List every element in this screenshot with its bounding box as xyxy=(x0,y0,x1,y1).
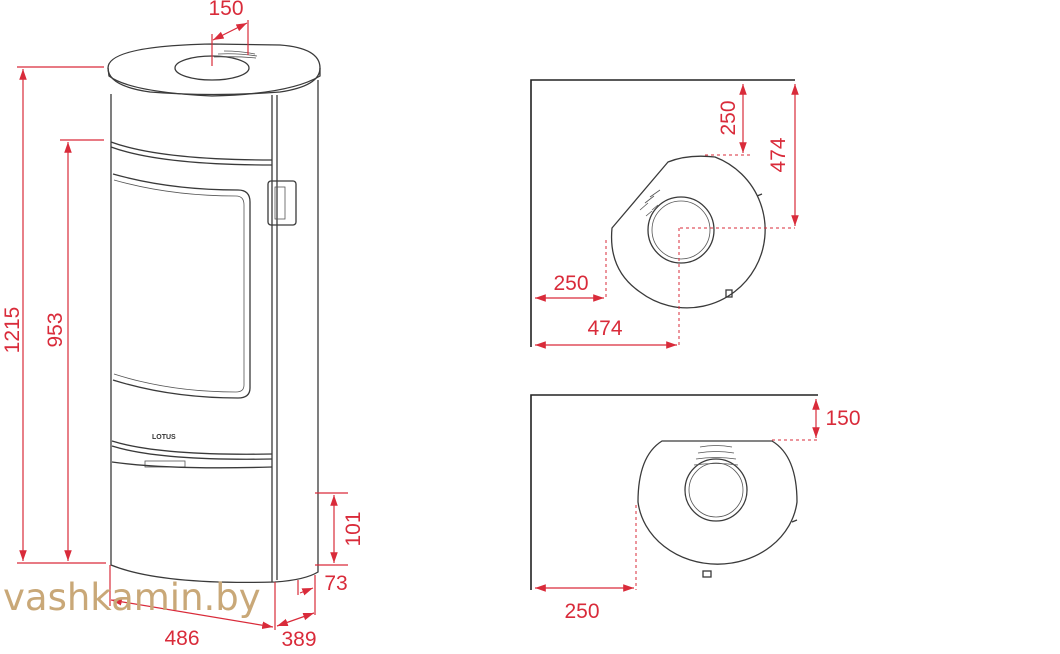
dim-101: 101 xyxy=(342,511,365,546)
front-dimensions: 1215 953 150 101 73 486 389 xyxy=(1,0,365,651)
back-side-walls xyxy=(530,394,818,590)
dim-486: 486 xyxy=(164,627,199,650)
door-glass xyxy=(113,179,245,393)
side-panel-seam xyxy=(271,95,278,582)
depth-389-line xyxy=(276,612,315,627)
door-handle-grip xyxy=(274,186,286,220)
door-frame xyxy=(112,173,251,399)
dim-474-back: 474 xyxy=(767,137,790,172)
dim-953: 953 xyxy=(44,312,67,347)
top-plate-edge xyxy=(107,67,321,97)
brand-logo: LOTUS xyxy=(152,434,176,441)
ash-drawer-edge xyxy=(111,461,273,469)
handle-mark xyxy=(756,193,763,197)
top-vents xyxy=(639,189,661,217)
flue-circle-2 xyxy=(684,458,748,522)
watermark: vashkamin.by xyxy=(3,576,261,619)
dim-150-flue: 150 xyxy=(208,0,243,20)
door-handle xyxy=(267,180,297,226)
ash-drawer-band xyxy=(111,440,273,460)
top-plate xyxy=(107,43,321,96)
top-vents xyxy=(213,50,258,59)
dim-474-side: 474 xyxy=(587,317,622,340)
corner-installation-plan: 250 474 250 474 xyxy=(530,79,799,349)
dim-73: 73 xyxy=(324,572,347,595)
dim-250-back: 250 xyxy=(717,100,740,135)
flue-inner-circle xyxy=(651,200,711,260)
stove-plan-outline-2 xyxy=(637,440,798,565)
dim-1215: 1215 xyxy=(1,307,24,354)
dim-250-side-2: 250 xyxy=(564,600,599,623)
stove-body xyxy=(110,80,319,584)
lever-mark xyxy=(725,289,733,298)
corner-walls xyxy=(530,79,795,347)
handle-mark xyxy=(791,519,798,523)
wall-installation-plan: 150 250 xyxy=(530,394,861,623)
dim-389: 389 xyxy=(281,628,316,651)
dim-150-back: 150 xyxy=(825,407,860,430)
depth-73-line xyxy=(299,587,314,596)
dim-250-side: 250 xyxy=(553,272,588,295)
top-band xyxy=(110,141,273,166)
flue-inner-circle-2 xyxy=(688,462,744,518)
flue-circle xyxy=(647,196,715,264)
stove-front-view: LOTUS xyxy=(107,43,321,584)
width-486-line xyxy=(110,598,274,629)
stove-plan-outline xyxy=(610,155,766,309)
flue-150-line xyxy=(212,22,248,41)
lever-mark xyxy=(702,570,712,578)
top-vents-2 xyxy=(693,445,739,466)
